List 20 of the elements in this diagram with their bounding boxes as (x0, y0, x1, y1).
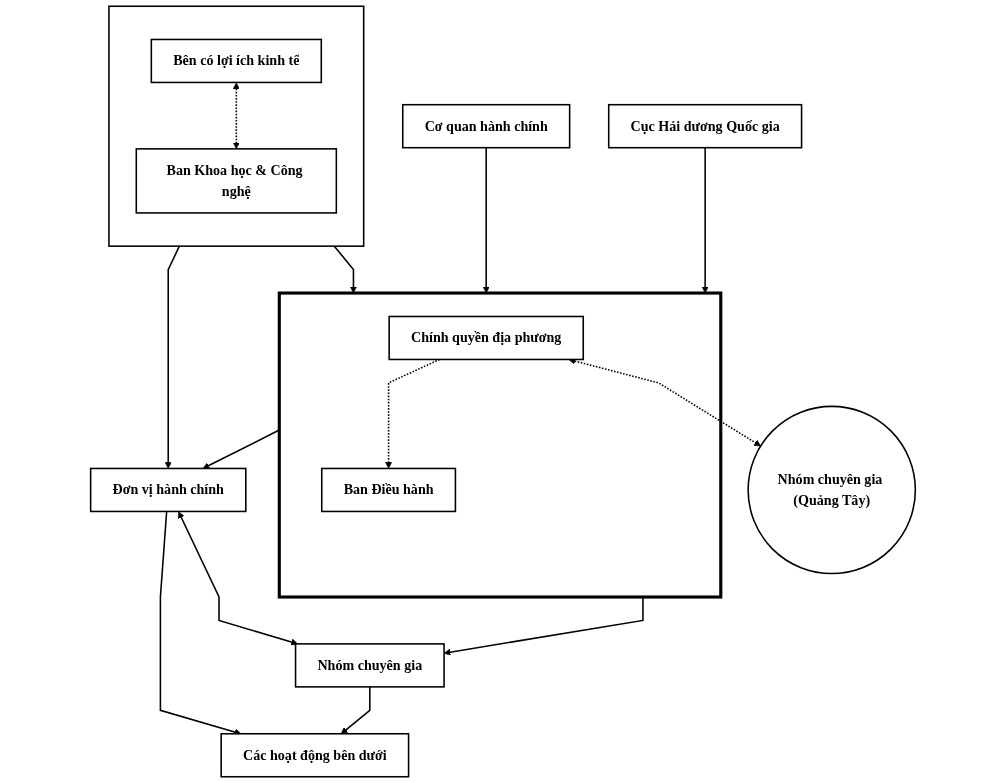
arrow (701, 146, 709, 294)
node-box: Ban Điều hành (320, 467, 457, 513)
cluster (108, 5, 365, 247)
arrow (178, 511, 298, 646)
arrow (232, 82, 240, 150)
node-box: Ban Khoa học & Công nghệ (135, 148, 338, 214)
node-box: Các hoạt động bên dưới (220, 733, 410, 778)
arrow (333, 245, 357, 294)
node-circle: Nhóm chuyên gia (Quảng Tây) (747, 405, 917, 575)
node-box: Bên có lợi ích kinh tế (150, 38, 323, 84)
node-box: Chính quyền địa phương (388, 315, 585, 361)
arrow (164, 245, 181, 469)
arrow (202, 429, 281, 469)
node-box: Cơ quan hành chính (402, 103, 571, 149)
node-box: Nhóm chuyên gia (294, 643, 445, 688)
arrow (340, 686, 371, 735)
node-box: Cục Hải dương Quốc gia (607, 103, 803, 149)
arrow (482, 146, 490, 294)
node-box: Đơn vị hành chính (89, 467, 247, 513)
cluster (277, 291, 723, 599)
